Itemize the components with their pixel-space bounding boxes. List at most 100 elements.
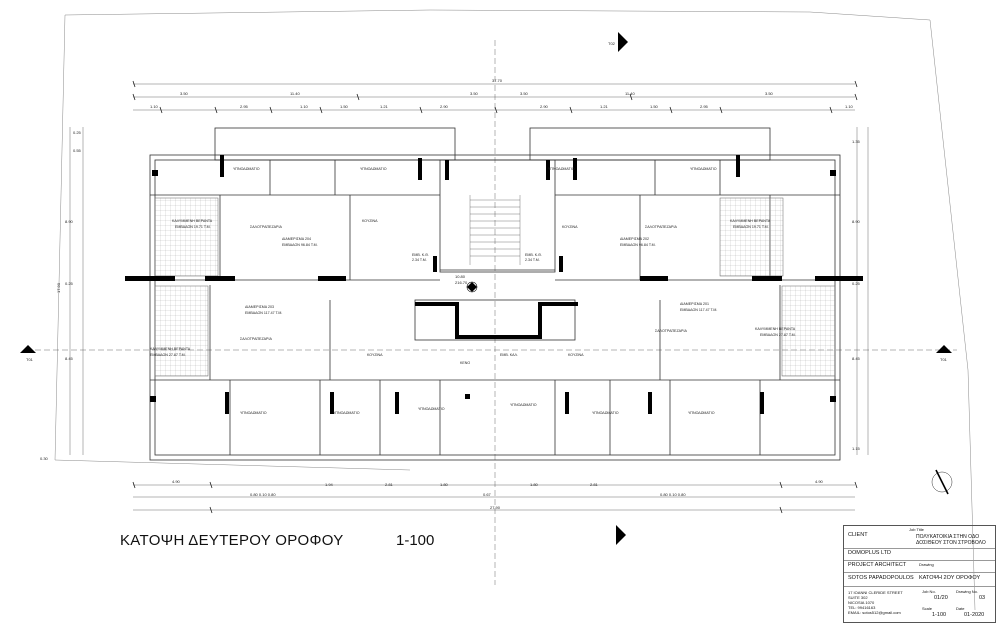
svg-text:0.55: 0.55 (73, 148, 82, 153)
svg-text:1.21: 1.21 (600, 104, 609, 109)
room-bedroom-9: ΥΠΝΟΔΩΜΑΤΙΟ (592, 411, 619, 415)
tb-architect-row: PROJECT ARCHITECT Drawing (844, 560, 995, 573)
svg-text:0.80 0.10 0.80: 0.80 0.10 0.80 (250, 492, 276, 497)
section-arrow-top-icon (618, 32, 628, 52)
veranda-bl-area: ΕΜΒΑΔΟΝ 27.87 Τ.Μ. (150, 353, 186, 357)
room-bedroom-6: ΥΠΝΟΔΩΜΑΤΙΟ (333, 411, 360, 415)
apt-201-area: ΕΜΒΑΔΟΝ 117.47 Τ.Μ. (680, 308, 717, 312)
title-block: CLIENT Job Title ΠΟΛΥΚΑΤΟΙΚΙΑ ΣΤΗΝ ΟΔΟ Δ… (843, 525, 996, 623)
apt-204-area: ΕΜΒΑΔΟΝ 96.84 Τ.Μ. (282, 243, 318, 247)
veranda-bl: ΚΑΛΥΜΜΕΝΗ ΒΕΡΑΝΤΑ (150, 347, 191, 351)
tb-architect-label: PROJECT ARCHITECT (848, 562, 907, 568)
marker-right: T01 (940, 357, 948, 362)
svg-text:1.80: 1.80 (440, 482, 449, 487)
section-arrow-bottom-icon (616, 525, 626, 545)
tb-architect: SOTOS PAPADOPOULOS (848, 575, 914, 581)
verandas (154, 197, 836, 377)
svg-text:2.81: 2.81 (385, 482, 394, 487)
veranda-tr: ΚΑΛΥΜΜΕΝΗ ΒΕΡΑΝΤΑ (730, 219, 771, 223)
living-204: ΣΑΛΟΤΡΑΠΕΖΑΡΙΑ (250, 225, 282, 229)
svg-text:0.25: 0.25 (852, 281, 861, 286)
svg-text:1.80: 1.80 (530, 482, 539, 487)
tb-addr2: SUITE 302 (848, 595, 868, 600)
dimension-numbers: 37.70 11.40 11.40 27.90 17.90 1.103.502.… (40, 78, 861, 510)
dim-center-b: 216.70 (455, 280, 468, 285)
tb-job-title-1: ΠΟΛΥΚΑΤΟΙΚΙΑ ΣΤΗΝ ΟΔΟ (916, 534, 980, 540)
living-202: ΣΑΛΟΤΡΑΠΕΖΑΡΙΑ (645, 225, 677, 229)
apt-202-area: ΕΜΒΑΔΟΝ 96.84 Τ.Μ. (620, 243, 656, 247)
north-arrow-icon (931, 469, 953, 495)
svg-text:2.90: 2.90 (540, 104, 549, 109)
tb-job-title-label: Job Title (909, 527, 924, 532)
tb-scale: 1-100 (932, 612, 947, 618)
dimension-ticks (132, 80, 858, 514)
svg-text:3.50: 3.50 (520, 91, 529, 96)
veranda-tr-area: ΕΜΒΑΔΟΝ 19.71 Τ.Μ. (733, 225, 769, 229)
void: ΚΕΝΟ (460, 361, 470, 365)
dim-left-total: 17.90 (56, 282, 61, 293)
tb-drawing: ΚΑΤΟΨΗ 2ΟΥ ΟΡΟΦΟΥ (919, 575, 981, 581)
tb-addr1: 17 IOANNI CLERIDE STREET (848, 590, 903, 595)
svg-text:1.10: 1.10 (300, 104, 309, 109)
svg-text:0.30: 0.30 (40, 456, 49, 461)
svg-text:0.25: 0.25 (73, 130, 82, 135)
svg-text:1.35: 1.35 (852, 139, 861, 144)
tb-addr3: NICOSIA 1070 (848, 600, 875, 605)
svg-text:8.90: 8.90 (852, 219, 861, 224)
marker-top: T02 (608, 41, 616, 46)
tb-client-label: CLIENT (848, 532, 868, 538)
apt-203: ΔΙΑΜΕΡΙΣΜΑ 203 (245, 305, 274, 309)
svg-text:8.90: 8.90 (65, 219, 74, 224)
room-bedroom-3: ΥΠΝΟΔΩΜΑΤΙΟ (548, 167, 575, 171)
veranda-br-area: ΕΜΒΑΔΟΝ 27.87 Τ.Μ. (760, 333, 796, 337)
tb-drawing-no: 03 (979, 595, 986, 601)
svg-text:2.90: 2.90 (440, 104, 449, 109)
svg-text:4.90: 4.90 (815, 479, 824, 484)
columns (125, 155, 863, 414)
stairs (469, 195, 521, 265)
corridor: ΕΜΒ. ΚΑΛ. (500, 353, 518, 357)
svg-text:2.95: 2.95 (240, 104, 249, 109)
room-bedroom-7: ΥΠΝΟΔΩΜΑΤΙΟ (418, 407, 445, 411)
lift-left: ΕΜΒ. Κ.Θ. (412, 253, 429, 257)
room-bedroom-5: ΥΠΝΟΔΩΜΑΤΙΟ (240, 411, 267, 415)
living-203: ΣΑΛΟΤΡΑΠΕΖΑΡΙΑ (240, 337, 272, 341)
svg-text:1.10: 1.10 (150, 104, 159, 109)
tb-date: 01-2020 (964, 612, 985, 618)
apt-204: ΔΙΑΜΕΡΙΣΜΑ 204 (282, 237, 311, 241)
dim-center-a: 10.80 (455, 274, 466, 279)
svg-text:2.95: 2.95 (700, 104, 709, 109)
svg-text:0.25: 0.25 (65, 281, 74, 286)
tb-scale-label: Scale (922, 606, 933, 611)
tb-drawing-no-label: Drawing No. (956, 589, 979, 594)
apt-201: ΔΙΑΜΕΡΙΣΜΑ 201 (680, 302, 709, 306)
tb-addr5: EMAIL: sotos512@gmail.com (848, 610, 901, 615)
dim-half-right: 11.40 (625, 91, 635, 96)
apt-203-area: ΕΜΒΑΔΟΝ 117.47 Τ.Μ. (245, 311, 282, 315)
tb-address-row: 17 IOANNI CLERIDE STREET SUITE 302 NICOS… (844, 586, 995, 621)
dim-half-left: 11.40 (290, 91, 300, 96)
tb-client: DOMOPLUS LTD (848, 550, 891, 556)
room-bedroom-1: ΥΠΝΟΔΩΜΑΤΙΟ (233, 167, 260, 171)
sheet-scale: 1-100 (396, 532, 435, 549)
tb-job-no: 01/20 (934, 595, 948, 601)
living-201: ΣΑΛΟΤΡΑΠΕΖΑΡΙΑ (655, 329, 687, 333)
kitchen-201: ΚΟΥΖΙΝΑ (568, 353, 584, 357)
tb-architect-name-row: SOTOS PAPADOPOULOS ΚΑΤΟΨΗ 2ΟΥ ΟΡΟΦΟΥ (844, 572, 995, 587)
veranda-br: ΚΑΛΥΜΜΕΝΗ ΒΕΡΑΝΤΑ (755, 327, 796, 331)
svg-text:4.90: 4.90 (172, 479, 181, 484)
svg-text:0.80 0.10 0.80: 0.80 0.10 0.80 (660, 492, 686, 497)
lift-right-area: 2.34 Τ.Μ. (525, 258, 540, 262)
svg-text:3.50: 3.50 (470, 91, 479, 96)
svg-text:8.45: 8.45 (852, 356, 861, 361)
tb-job-title-2: ΔΟΣΙΘΕΟΥ ΣΤΟΝ ΣΤΡΟΒΟΛΟ (916, 540, 986, 546)
tb-client-row: CLIENT Job Title ΠΟΛΥΚΑΤΟΙΚΙΑ ΣΤΗΝ ΟΔΟ Δ… (844, 526, 995, 549)
tb-addr4: TEL: 99416163 (848, 605, 876, 610)
tb-job-no-label: Job No. (922, 589, 936, 594)
svg-text:8.45: 8.45 (65, 356, 74, 361)
sheet-title: ΚΑΤΟΨΗ ΔΕΥΤΕΡΟΥ ΟΡΟΦΟΥ (120, 532, 344, 549)
tb-date-label: Date (956, 606, 965, 611)
svg-text:1.15: 1.15 (852, 446, 861, 451)
apt-202: ΔΙΑΜΕΡΙΣΜΑ 202 (620, 237, 649, 241)
